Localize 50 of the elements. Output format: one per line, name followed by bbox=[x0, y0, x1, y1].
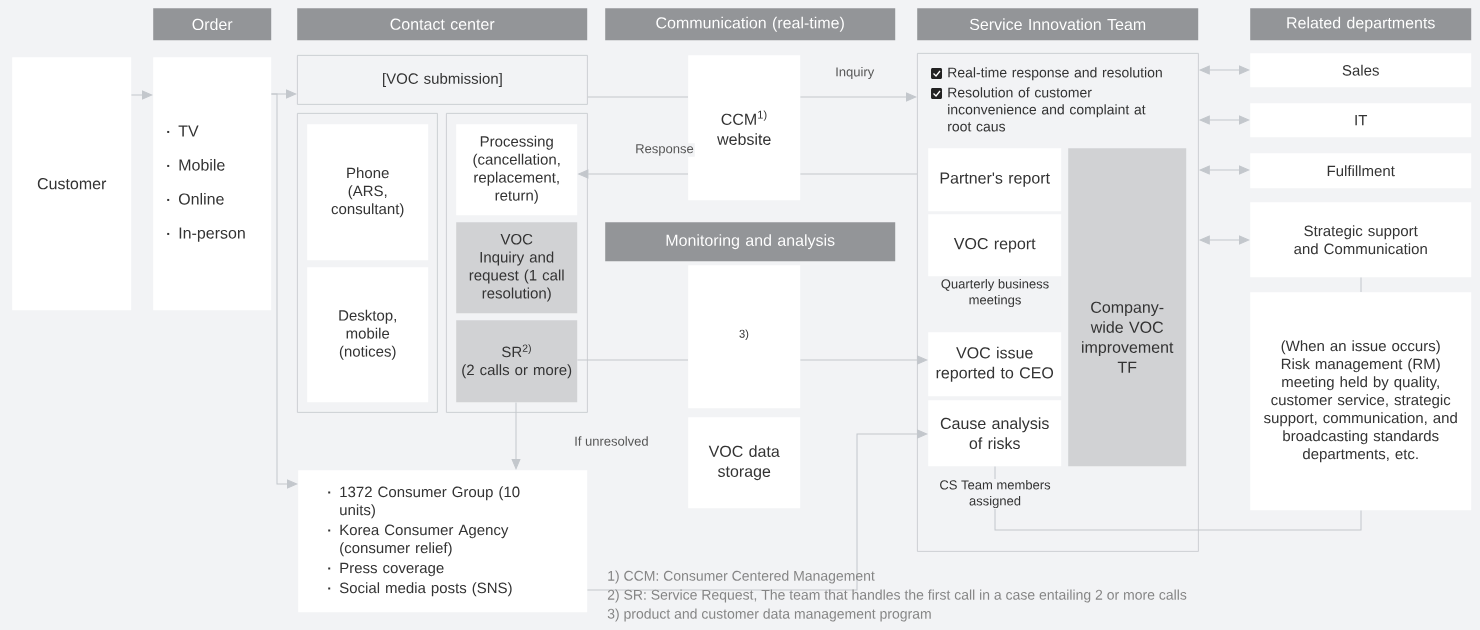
arrow bbox=[511, 401, 521, 470]
list-box: TV Mobile Online In-person bbox=[153, 57, 272, 311]
note-text: Quarterly business meetings bbox=[933, 277, 1057, 309]
highlight-box: Company-wide VOC improvement TF bbox=[1068, 148, 1187, 467]
column-header: Related departments bbox=[1250, 8, 1472, 41]
process-box: [VOC submission] bbox=[297, 55, 588, 105]
process-box: Strategic support and Communication bbox=[1250, 202, 1472, 278]
process-box: 3) bbox=[688, 265, 801, 409]
checklist-item: Resolution of customer inconvenience and complaint at root caus bbox=[948, 87, 1146, 132]
arrow bbox=[799, 355, 928, 365]
list-box: 1372 Consumer Group (10 units) Korea Consumer Agency (consumer relief) Press coverage Social media posts (SNS) bbox=[298, 470, 588, 613]
arrow bbox=[586, 429, 928, 591]
arrow bbox=[799, 92, 917, 102]
checklist-item: Real-time response and resolution bbox=[948, 67, 1162, 81]
footnote: 3) product and customer data management program bbox=[607, 608, 931, 622]
edge-label: If unresolved bbox=[573, 435, 650, 447]
process-box: Partner's report bbox=[928, 148, 1062, 212]
connector-line bbox=[994, 465, 1362, 531]
process-box: VOC data storage bbox=[688, 417, 801, 509]
process-box: Fulfillment bbox=[1250, 153, 1472, 189]
arrow bbox=[1199, 235, 1250, 245]
column-header: Service Innovation Team bbox=[917, 8, 1199, 41]
arrow bbox=[130, 90, 153, 100]
process-box: Sales bbox=[1250, 53, 1472, 88]
process-box: Processing (cancellation, replacement, return) bbox=[456, 124, 578, 216]
group-box bbox=[446, 113, 588, 413]
note-text: CS Team members assigned bbox=[933, 478, 1057, 510]
column-header: Communication (real-time) bbox=[605, 8, 896, 41]
arrow bbox=[1199, 115, 1250, 125]
process-box: VOC issue reported to CEO bbox=[928, 332, 1062, 397]
column-header: Order bbox=[153, 8, 272, 41]
arrow bbox=[578, 169, 689, 179]
column-header: Contact center bbox=[297, 8, 588, 41]
process-box: VOC report bbox=[928, 214, 1062, 277]
highlight-box: SR$^{2)}$ (2 calls or more) bbox=[456, 320, 578, 403]
process-box: Desktop, mobile (notices) bbox=[307, 267, 429, 403]
group-box bbox=[297, 113, 438, 413]
process-box: IT bbox=[1250, 103, 1472, 138]
edge-label: Response bbox=[634, 143, 695, 157]
arrow bbox=[270, 93, 298, 489]
process-box: Cause analysis of risks bbox=[928, 400, 1062, 467]
highlight-box: VOC Inquiry and request (1 call resolution) bbox=[456, 222, 578, 314]
footnote: 2) SR: Service Request, The team that handles the first call in a case entailing 2 or more calls bbox=[607, 589, 1187, 603]
process-box: (When an issue occurs) Risk management (RM) meeting held by quality, customer service, strategic support, communication, and broadcasting standards departments, etc. bbox=[1250, 292, 1472, 511]
arrow bbox=[1199, 165, 1250, 175]
footnote: 1) CCM: Consumer Centered Management bbox=[608, 570, 875, 584]
column-header: Monitoring and analysis bbox=[605, 222, 896, 262]
arrow bbox=[1199, 65, 1250, 75]
process-box: Phone (ARS, consultant) bbox=[307, 124, 429, 261]
process-box: Customer bbox=[12, 57, 132, 311]
